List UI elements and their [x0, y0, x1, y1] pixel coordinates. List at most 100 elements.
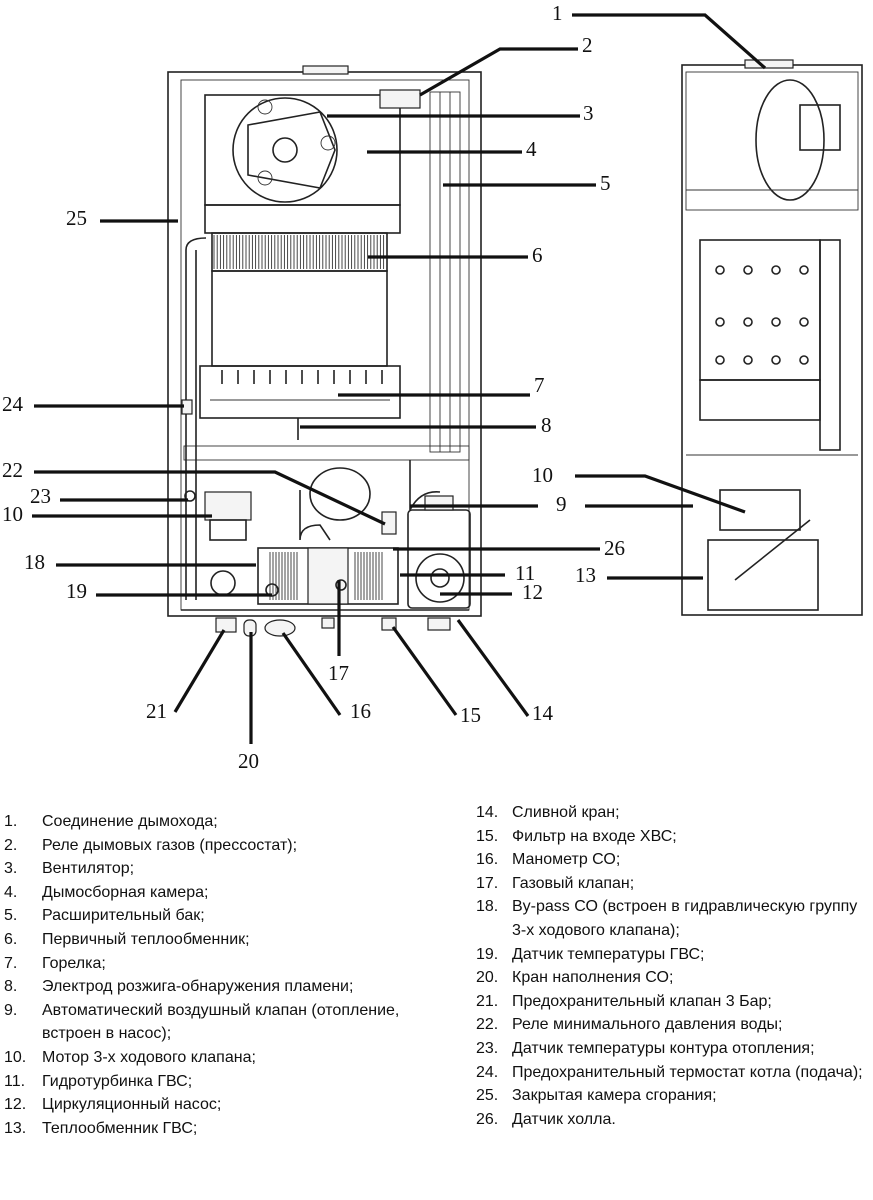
legend-item: 4. Дымосборная камера; — [4, 881, 444, 905]
flue-connection — [302, 65, 349, 75]
hx-bolt — [771, 317, 781, 327]
legend-number: 16. — [476, 851, 499, 869]
fan-screw — [320, 135, 336, 151]
legend-text: Датчик температуры контура отопления; — [512, 1039, 815, 1057]
dhw-temp-sensor-housing — [210, 570, 236, 596]
callout-21: 21 — [146, 699, 167, 723]
legend-text: Датчик температуры ГВС; — [512, 945, 705, 963]
combustion-chamber — [211, 270, 388, 367]
legend-text: Фильтр на входе ХВС; — [512, 827, 677, 845]
legend-text: Сливной кран; — [512, 804, 620, 821]
leader-22 — [34, 470, 386, 526]
legend-text: Дымосборная камера; — [42, 883, 209, 901]
pump-center — [430, 568, 450, 588]
three-way-valve-motor — [204, 491, 252, 521]
hx-bolt — [743, 355, 753, 365]
safety-valve — [215, 617, 237, 633]
leader-21 — [173, 629, 226, 713]
side-casing — [681, 64, 863, 616]
callout-19: 19 — [66, 579, 87, 603]
callout-12: 12 — [522, 580, 543, 604]
legend-item: 10.Мотор 3-х ходового клапана; — [4, 1046, 444, 1070]
side-fan — [755, 79, 825, 201]
legend-number: 22. — [476, 1016, 499, 1034]
legend-number: 6. — [4, 930, 18, 948]
hx-bolt — [743, 317, 753, 327]
legend-text: Автоматический воздушный клапан (отоплен… — [42, 1001, 400, 1043]
plate-lines — [269, 552, 383, 600]
callout-11: 11 — [515, 561, 535, 585]
legend-number: 24. — [476, 1063, 499, 1081]
legend-text: Закрытая камера сгорания; — [512, 1087, 717, 1105]
fan-bracket — [247, 111, 336, 189]
gas-valve — [307, 547, 349, 605]
legend-number: 21. — [476, 992, 499, 1010]
legend-item: 15.Фильтр на входе ХВС; — [476, 825, 871, 849]
legend-number: 7. — [4, 954, 18, 972]
hx-bolt — [799, 355, 809, 365]
legend-text: Реле минимального давления воды; — [512, 1016, 783, 1034]
hx-bolt — [715, 317, 725, 327]
air-vent — [424, 495, 454, 511]
legend-number: 2. — [4, 836, 18, 854]
legend-item: 6.Первичный теплообменник; — [4, 928, 444, 952]
legend-item: 11.Гидротурбинка ГВС; — [4, 1070, 444, 1094]
side-flue — [744, 59, 794, 69]
legend-number: 12. — [4, 1096, 27, 1114]
callout-6: 6 — [532, 243, 543, 267]
fan-hub — [272, 137, 298, 163]
legend-number: 4. — [4, 883, 18, 901]
hx-bolt — [715, 265, 725, 275]
hx-bolt — [799, 317, 809, 327]
callout-25: 25 — [66, 206, 87, 230]
legend-text: Соединение дымохода; — [42, 813, 218, 830]
hx-bolt — [771, 265, 781, 275]
hood-transition — [204, 204, 401, 234]
legend-item: 1. Соединение дымохода; — [4, 810, 444, 834]
legend-number: 13. — [4, 1119, 27, 1137]
legend-number: 14. — [476, 804, 499, 821]
callout-5: 5 — [600, 171, 611, 195]
callout-3: 3 — [583, 101, 594, 125]
legend-number: 20. — [476, 969, 499, 987]
leader-14 — [456, 619, 530, 717]
legend-text: Манометр СО; — [512, 851, 621, 869]
pressure-switch — [379, 89, 421, 109]
side-pipe — [819, 239, 841, 451]
legend-text: Гидротурбинка ГВС; — [42, 1072, 193, 1090]
legend-item: 5. Расширительный бак; — [4, 904, 444, 928]
valve-body — [209, 519, 247, 541]
casing-outline — [167, 71, 482, 617]
callout-26: 26 — [604, 536, 625, 560]
callout-20: 20 — [238, 749, 259, 773]
callout-7: 7 — [534, 373, 545, 397]
legend-right: 14.Сливной кран;15.Фильтр на входе ХВС;1… — [476, 801, 871, 1131]
legend-text: Вентилятор; — [42, 860, 135, 878]
legend-text: Газовый клапан; — [512, 874, 635, 892]
callout-23: 23 — [30, 484, 51, 508]
side-fan-compartment — [685, 71, 859, 211]
callout-1: 1 — [552, 1, 563, 25]
legend-item: 16. Манометр СО; — [476, 848, 871, 872]
legend-number: 1. — [4, 813, 18, 830]
side-dots — [715, 265, 809, 365]
callout-9: 9 — [556, 492, 567, 516]
leader-2 — [419, 47, 578, 97]
side-view — [681, 59, 863, 616]
callout-4: 4 — [526, 137, 537, 161]
legend-item: 25. Закрытая камера сгорания; — [476, 1084, 871, 1108]
cold-water-filter — [381, 617, 397, 631]
smoke-hood — [204, 94, 401, 206]
legend-text: Расширительный бак; — [42, 907, 205, 925]
legend-text: Датчик холла. — [512, 1110, 616, 1128]
legend-number: 5. — [4, 907, 18, 925]
legend-item: 22. Реле минимального давления воды; — [476, 1013, 871, 1037]
callout-18: 18 — [24, 550, 45, 574]
legend-item: 24.Предохранительный термостат котла (по… — [476, 1061, 871, 1085]
legend-number: 25. — [476, 1087, 499, 1105]
legend-item: 23.Датчик температуры контура отопления; — [476, 1037, 871, 1061]
hx-bolt — [715, 355, 725, 365]
callout-14: 14 — [532, 701, 554, 725]
legend-text: Теплообменник ГВС; — [42, 1119, 198, 1137]
legend-text: Кран наполнения СО; — [512, 969, 674, 987]
